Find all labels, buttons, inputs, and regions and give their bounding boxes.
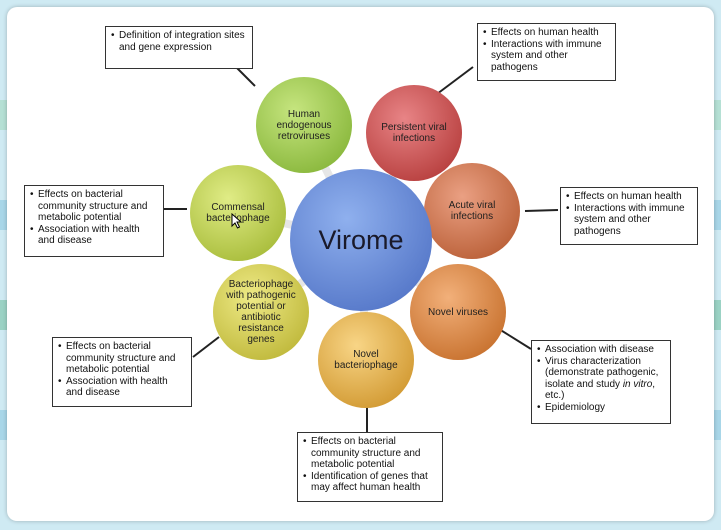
node-persistent-viral-infections: [366, 85, 462, 181]
note-item: Effects on bacterial community structure…: [30, 189, 158, 224]
diagram-canvas: [164, 66, 559, 433]
connector-pathogenic: [192, 336, 220, 358]
connector-acute: [524, 209, 559, 212]
node-acute-viral-infections: [424, 163, 520, 259]
acute-label: Acute viral infections: [448, 200, 496, 222]
connector-novel-viruses: [498, 328, 532, 350]
node-virome: [290, 169, 432, 311]
commensal-label: Commensal bacteriophage: [206, 202, 270, 224]
note-item: Effects on human health: [483, 27, 610, 39]
note-novel-bacteriophage: Effects on bacterial community structure…: [297, 432, 443, 502]
pathogenic-label: Bacteriophage with pathogenic potential …: [226, 279, 296, 345]
slide: Virome Human endogenous retroviruses Per…: [7, 7, 714, 521]
note-item: Definition of integration sites and gene…: [111, 30, 247, 53]
novel-bacteriophage-label: Novel bacteriophage: [334, 349, 398, 371]
note-item: Association with disease: [537, 344, 665, 356]
node-human-endogenous-retroviruses: [256, 77, 352, 173]
virome-label: Virome: [318, 224, 404, 255]
node-commensal-bacteriophage: [190, 165, 286, 261]
node-novel-bacteriophage: [318, 312, 414, 408]
note-item: Association with health and disease: [58, 376, 186, 399]
note-item: Interactions with immune system and othe…: [483, 39, 610, 74]
connector-retroviruses: [236, 67, 256, 87]
retroviruses-label: Human endogenous retroviruses: [276, 108, 332, 142]
note-item: Effects on bacterial community structure…: [303, 436, 437, 471]
node-novel-viruses: [410, 264, 506, 360]
persistent-label: Persistent viral infections: [381, 122, 447, 144]
note-item: Interactions with immune system and othe…: [566, 203, 692, 238]
note-pathogenic: Effects on bacterial community structure…: [52, 337, 192, 407]
note-item: Virus characterization (demonstrate path…: [537, 356, 665, 402]
callout-connectors: [164, 66, 559, 433]
note-item: Association with health and disease: [30, 224, 158, 247]
note-novel-viruses: Association with disease Virus character…: [531, 340, 671, 424]
note-acute: Effects on human health Interactions wit…: [560, 187, 698, 245]
note-item: Effects on bacterial community structure…: [58, 341, 186, 376]
note-retroviruses: Definition of integration sites and gene…: [105, 26, 253, 69]
note-persistent: Effects on human health Interactions wit…: [477, 23, 616, 81]
note-item: Identification of genes that may affect …: [303, 471, 437, 494]
node-bacteriophage-pathogenic: [213, 264, 309, 360]
note-item: Epidemiology: [537, 402, 665, 414]
connector-persistent: [436, 66, 474, 95]
novel-viruses-label: Novel viruses: [427, 306, 489, 318]
note-commensal: Effects on bacterial community structure…: [24, 185, 164, 257]
note-item: Effects on human health: [566, 191, 692, 203]
